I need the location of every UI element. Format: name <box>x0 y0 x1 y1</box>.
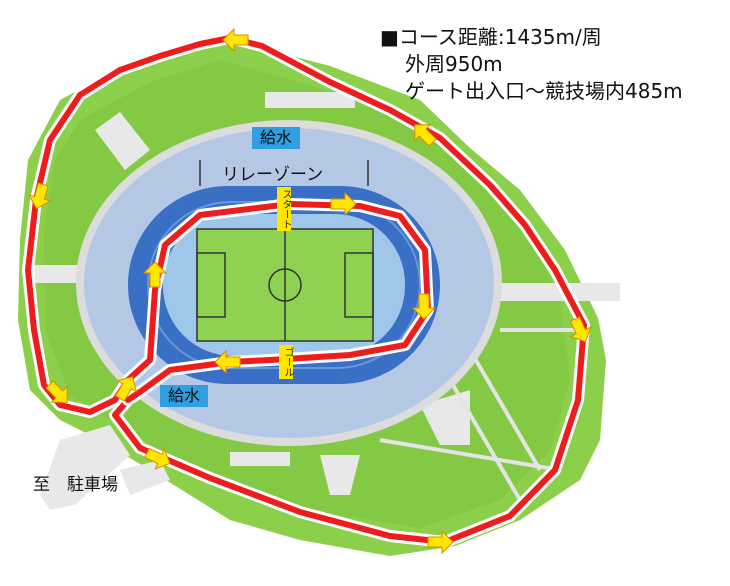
direction-arrow <box>330 191 357 217</box>
direction-arrow <box>144 447 171 470</box>
gate-distance-text: ゲート出入口～競技場内485m <box>405 79 683 103</box>
course-route <box>22 32 590 548</box>
outer-loop-text: 外周950m <box>405 52 503 76</box>
direction-arrow <box>414 124 437 147</box>
relay-zone-label: リレーゾーン <box>222 165 324 185</box>
course-info: ■コース距離:1435m/周 外周950m ゲート出入口～競技場内485m <box>380 24 683 105</box>
water-station-bottom: 給水 <box>160 385 209 407</box>
course-distance-text: ■コース距離:1435m/周 <box>380 25 602 49</box>
direction-arrow <box>114 376 138 402</box>
direction-arrow <box>427 529 454 555</box>
direction-arrow <box>569 316 592 343</box>
direction-arrow <box>222 27 249 53</box>
relay-zone-bracket <box>199 160 369 186</box>
direction-arrow <box>411 293 437 320</box>
direction-arrow <box>27 182 52 210</box>
parking-direction-label: 至 駐車場 <box>33 475 118 495</box>
start-tag: スタート <box>277 187 291 231</box>
direction-arrow <box>142 261 168 288</box>
football-pitch <box>196 228 374 342</box>
direction-arrow <box>214 349 241 375</box>
water-station-top: 給水 <box>252 127 301 149</box>
goal-tag: ゴール <box>279 345 293 379</box>
direction-arrows <box>27 27 592 555</box>
walkway-lines <box>379 328 575 502</box>
direction-arrow <box>45 380 68 403</box>
walkways <box>30 92 620 510</box>
